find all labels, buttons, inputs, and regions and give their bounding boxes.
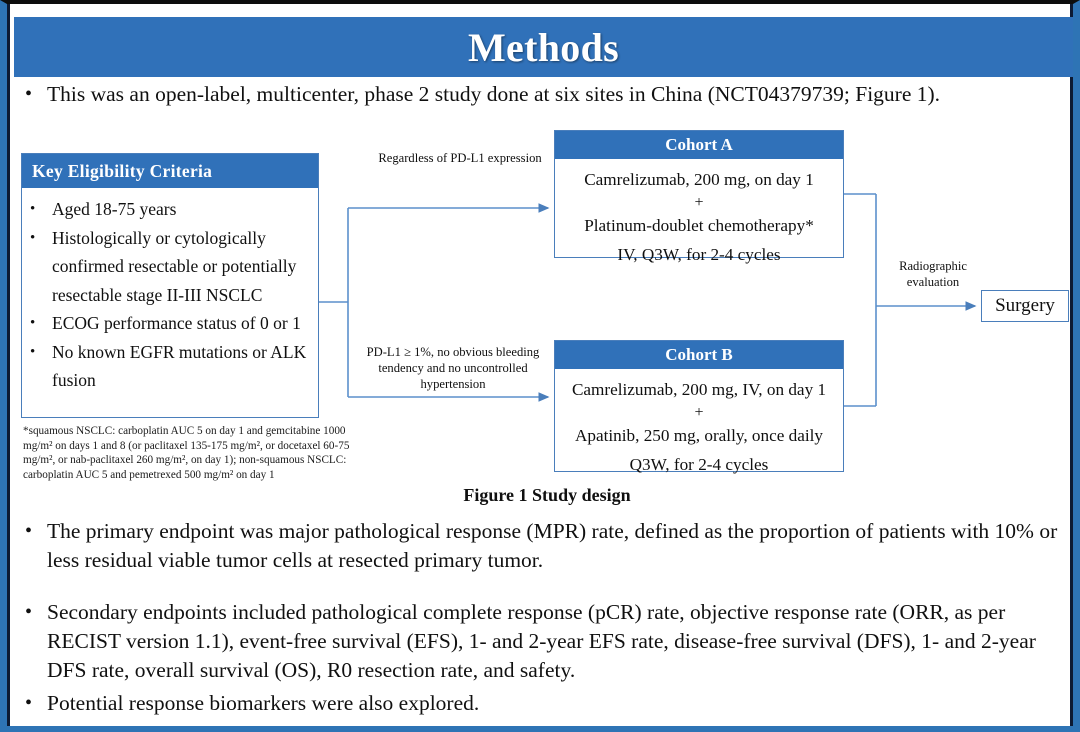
cohort-a-line2: Platinum-doublet chemotherapy* xyxy=(584,216,814,235)
bullet-text: The primary endpoint was major pathologi… xyxy=(47,519,1058,572)
eligibility-criteria-box: Key Eligibility Criteria • Aged 18-75 ye… xyxy=(21,153,319,418)
arrow-label-bottom: PD-L1 ≥ 1%, no obvious bleeding tendency… xyxy=(366,345,540,391)
bullet-biomarkers: • Potential response biomarkers were als… xyxy=(25,689,1065,718)
cohort-b-plus: + xyxy=(694,404,704,421)
bullet-marker: • xyxy=(25,520,33,542)
surgery-label: Surgery xyxy=(995,295,1055,316)
list-item: • Histologically or cytologically confir… xyxy=(30,224,310,310)
arrow-label-top: Regardless of PD-L1 expression xyxy=(378,151,542,165)
bullet-marker: • xyxy=(30,201,36,217)
cohort-b-header: Cohort B xyxy=(555,341,843,369)
cohort-a-header: Cohort A xyxy=(555,131,843,159)
eligibility-item-text: ECOG performance status of 0 or 1 xyxy=(52,313,301,333)
arrow-label-radiographic: Radiographic evaluation xyxy=(899,259,967,289)
intro-bullet-text: This was an open-label, multicenter, pha… xyxy=(47,82,941,106)
slide-title-bar: Methods xyxy=(14,17,1073,77)
surgery-box: Surgery xyxy=(981,290,1069,322)
bullet-text: Potential response biomarkers were also … xyxy=(47,691,480,715)
bullet-marker: • xyxy=(30,229,36,246)
figure-footnote: *squamous NSCLC: carboplatin AUC 5 on da… xyxy=(23,425,350,481)
bullet-text: Secondary endpoints included pathologica… xyxy=(47,600,1036,682)
cohort-b-body: Camrelizumab, 200 mg, IV, on day 1 + Apa… xyxy=(555,369,843,483)
intro-bullet: • This was an open-label, multicenter, p… xyxy=(25,80,1065,109)
cohort-a-box: Cohort A Camrelizumab, 200 mg, on day 1 … xyxy=(554,130,844,264)
study-design-figure: Key Eligibility Criteria • Aged 18-75 ye… xyxy=(7,122,1073,497)
eligibility-item-text: Aged 18-75 years xyxy=(52,199,177,219)
bullet-marker: • xyxy=(25,83,33,105)
figure-connectors xyxy=(319,193,977,407)
cohort-b-line1: Camrelizumab, 200 mg, IV, on day 1 xyxy=(571,380,827,399)
eligibility-item-text: No known EGFR mutations or ALK fusion xyxy=(52,341,307,391)
slide-left-edge xyxy=(7,4,10,726)
bullet-marker: • xyxy=(30,343,36,360)
eligibility-header: Key Eligibility Criteria xyxy=(22,154,318,188)
bullet-primary-endpoint: • The primary endpoint was major patholo… xyxy=(25,517,1065,575)
list-item: • No known EGFR mutations or ALK fusion xyxy=(30,338,310,395)
page-title: Methods xyxy=(468,24,619,70)
list-item: • Aged 18-75 years xyxy=(30,195,310,224)
bullet-marker: • xyxy=(25,692,33,714)
bullet-marker: • xyxy=(30,315,36,331)
cohort-a-plus: + xyxy=(694,194,704,211)
bullet-secondary-endpoints: • Secondary endpoints included pathologi… xyxy=(25,598,1065,685)
bullet-marker: • xyxy=(25,601,33,623)
eligibility-list: • Aged 18-75 years • Histologically or c… xyxy=(22,188,318,395)
cohort-a-body: Camrelizumab, 200 mg, on day 1 + Platinu… xyxy=(555,159,843,273)
figure-caption: Figure 1 Study design xyxy=(463,485,631,505)
cohort-b-line3: Q3W, for 2-4 cycles xyxy=(629,455,769,474)
cohort-b-box: Cohort B Camrelizumab, 200 mg, IV, on da… xyxy=(554,340,844,474)
eligibility-item-text: Histologically or cytologically confirme… xyxy=(52,227,297,305)
list-item: • ECOG performance status of 0 or 1 xyxy=(30,309,310,338)
cohort-a-line1: Camrelizumab, 200 mg, on day 1 xyxy=(584,170,814,189)
cohort-a-line3: IV, Q3W, for 2-4 cycles xyxy=(617,245,781,264)
cohort-b-line2: Apatinib, 250 mg, orally, once daily xyxy=(574,426,824,445)
slide-right-edge xyxy=(1070,4,1073,726)
